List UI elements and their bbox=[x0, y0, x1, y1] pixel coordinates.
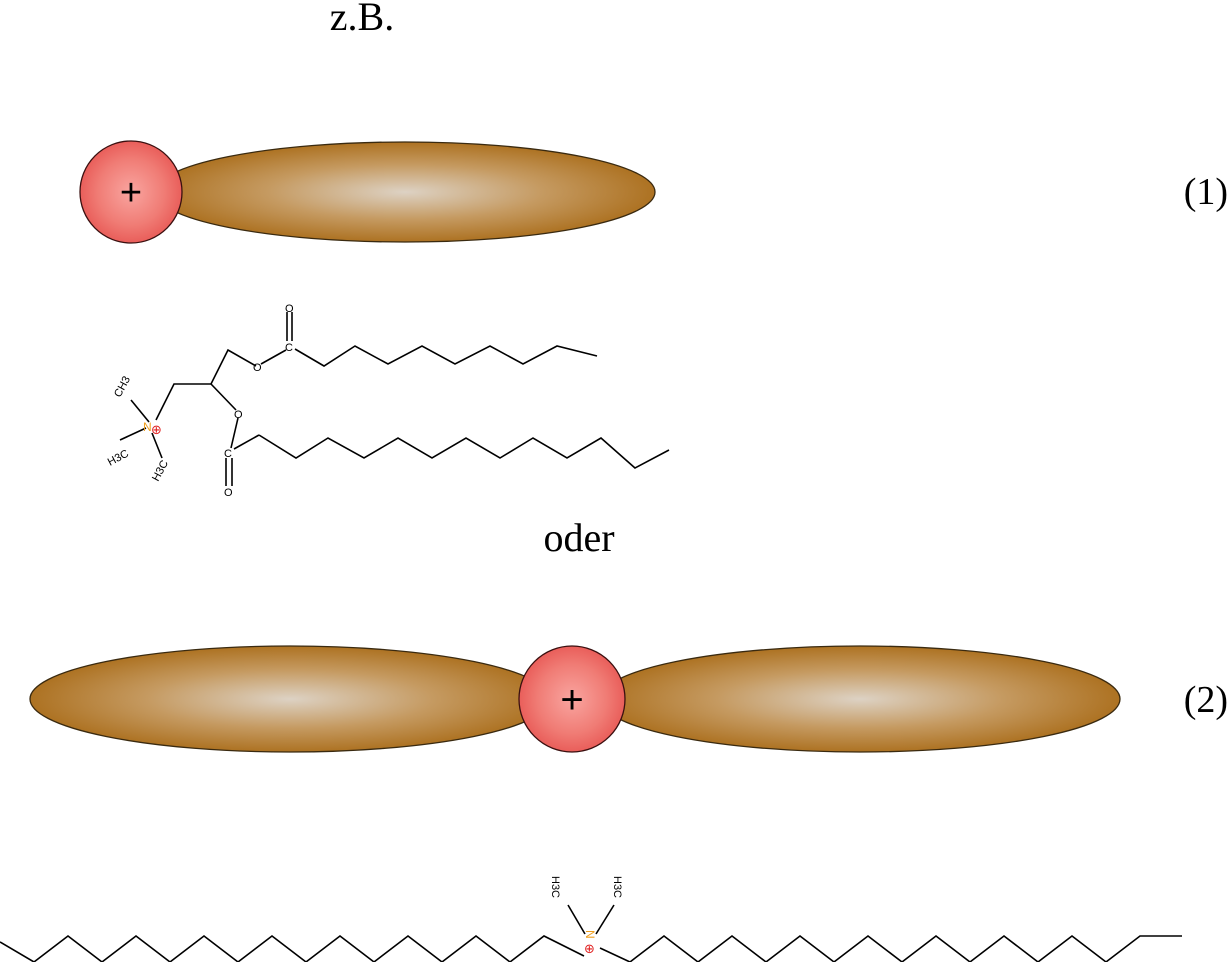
cationic-head-center bbox=[518, 645, 626, 753]
cationic-head bbox=[79, 140, 183, 244]
methyl-group-right-2: H3C bbox=[611, 876, 623, 898]
nitrogen-atom: N bbox=[143, 420, 152, 434]
head-plus-sign-center: + bbox=[560, 678, 583, 722]
molecule-2-structure: H3C H3C N ⊕ bbox=[0, 876, 1182, 962]
oxygen-upper-carbonyl: O bbox=[285, 303, 294, 315]
example-label: z.B. bbox=[330, 0, 394, 39]
nitrogen-atom-2: N bbox=[583, 930, 597, 939]
carbon-lower-carbonyl: C bbox=[224, 448, 232, 460]
molecule-1-structure: CH3 H3C H3C N ⊕ O O C O C O bbox=[106, 303, 670, 499]
equation-label-1: (1) bbox=[1184, 171, 1228, 213]
methyl-group-bottom: H3C bbox=[150, 458, 171, 483]
hydrophobic-tail bbox=[154, 141, 656, 243]
methyl-group-left: H3C bbox=[106, 448, 131, 469]
or-label: oder bbox=[543, 515, 614, 560]
oxygen-upper-ester: O bbox=[253, 362, 262, 374]
methyl-group-top: CH3 bbox=[112, 374, 133, 399]
head-plus-sign: + bbox=[120, 172, 142, 214]
equation-label-2: (2) bbox=[1184, 679, 1228, 721]
oxygen-lower-ester: O bbox=[234, 409, 243, 421]
model-1-amphiphile: + bbox=[79, 140, 656, 244]
positive-charge-2: ⊕ bbox=[584, 941, 595, 956]
methyl-group-left-2: H3C bbox=[549, 876, 561, 898]
hydrophobic-tail-left bbox=[29, 645, 551, 753]
carbon-upper-carbonyl: C bbox=[285, 342, 293, 354]
model-2-amphiphile: + bbox=[29, 645, 1121, 753]
positive-charge: ⊕ bbox=[151, 422, 162, 437]
hydrophobic-tail-right bbox=[599, 645, 1121, 753]
oxygen-lower-carbonyl: O bbox=[224, 487, 233, 499]
